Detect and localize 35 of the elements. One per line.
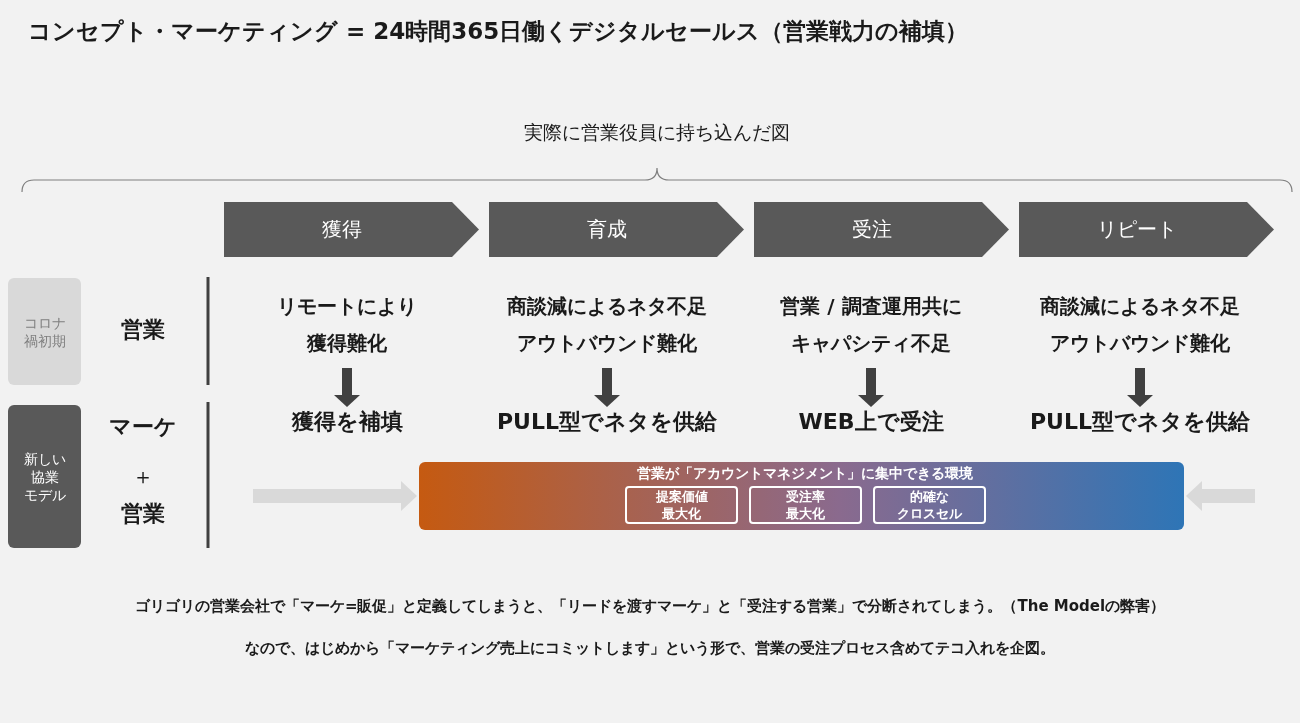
plus-sign: ＋ (131, 463, 155, 491)
note-text: ゴリゴリの営業会社で「マーケ=販促」と定義してしまうと、「リードを渡すマーケ」と「受注する営業」で分断されてしまう。（The Modelの弊害） (133, 597, 1167, 616)
category-label: コロナ禍初期 (23, 313, 66, 350)
goal-label: 的確なクロスセル (897, 488, 962, 522)
cell-text: 商談減によるネタ不足アウトバウンド難化 (477, 288, 737, 362)
block-arrow (253, 481, 417, 511)
gradient-banner (419, 462, 1184, 530)
goal-box (625, 486, 738, 524)
figure-caption: 実際に営業役員に持ち込んだ図 (523, 120, 791, 145)
step-label: リピート (1095, 216, 1178, 243)
step-label: 受注 (850, 216, 893, 243)
cell-text: リモートにより獲得難化 (217, 288, 477, 362)
down-arrow (594, 368, 620, 407)
down-arrow (334, 368, 360, 407)
down-arrow (858, 368, 884, 407)
goal-label: 受注率最大化 (786, 488, 825, 522)
banner-title: 営業が「アカウントマネジメント」に集中できる環境 (636, 465, 974, 483)
note-text: なので、はじめから「マーケティング売上にコミットします」という形で、営業の受注プロセス含めてテコ入れを企図。 (244, 639, 1056, 658)
goal-box (749, 486, 862, 524)
block-arrow (1186, 481, 1255, 511)
goal-label: 提案価値最大化 (655, 488, 708, 522)
row-label: マーケ (108, 413, 178, 441)
category-box (8, 278, 81, 385)
title: コンセプト・マーケティング = 24時間365日働くデジタルセールス（営業戦力の補填） (28, 17, 969, 46)
cell-text: 営業 / 調査運用共にキャパシティ不足 (741, 288, 1001, 362)
row-label: 営業 (120, 316, 166, 344)
result-text: PULL型でネタを供給 (1005, 405, 1275, 439)
row-label: 営業 (120, 500, 166, 528)
category-box (8, 405, 81, 548)
category-label: 新しい協業モデル (23, 449, 66, 504)
step-label: 育成 (585, 216, 628, 243)
goal-box (873, 486, 986, 524)
step-label: 獲得 (320, 216, 363, 243)
down-arrow (1127, 368, 1153, 407)
cell-text: 商談減によるネタ不足アウトバウンド難化 (1010, 288, 1270, 362)
